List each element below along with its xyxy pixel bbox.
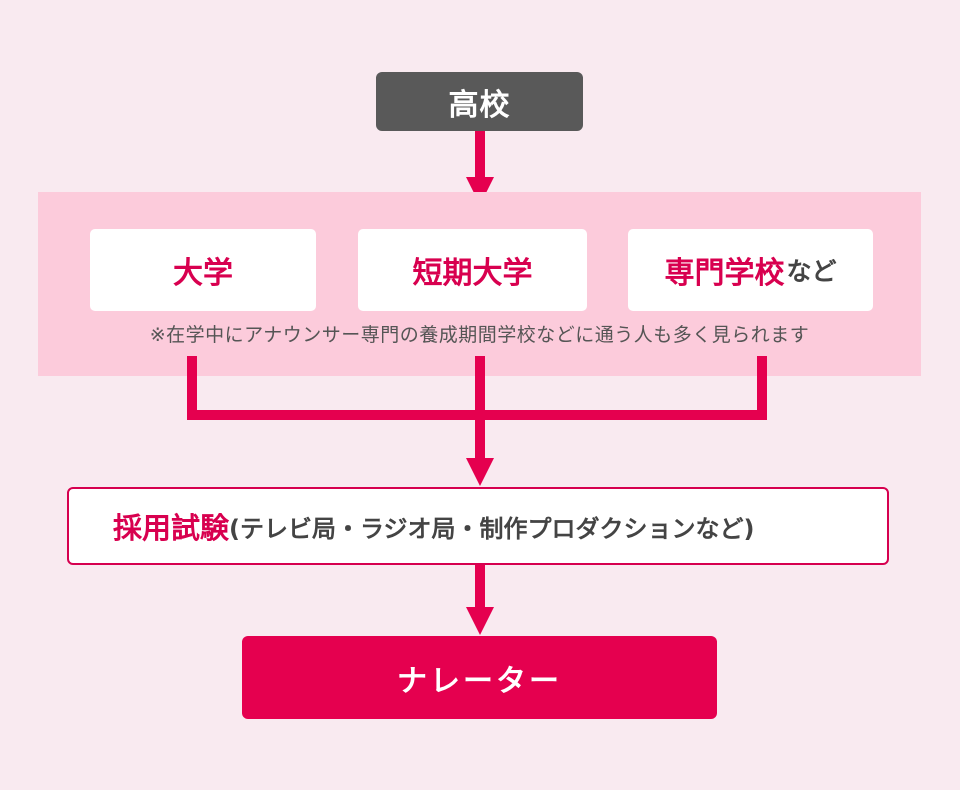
schools-note: ※在学中にアナウンサー専門の養成期間学校などに通う人も多く見られます xyxy=(149,324,810,346)
connector-junior-college xyxy=(475,356,485,460)
exam-label: 採用試験 xyxy=(113,511,230,545)
arrow-down-icon xyxy=(466,458,494,486)
school-label: 短期大学 xyxy=(412,256,533,291)
school-node-junior-college: 短期大学 xyxy=(358,229,587,311)
connector-university xyxy=(187,356,197,420)
goal-label: ナレーター xyxy=(397,663,562,699)
school-node-university: 大学 xyxy=(90,229,316,311)
goal-node-narrator: ナレーター xyxy=(242,636,717,719)
exam-node: 採用試験(テレビ局・ラジオ局・制作プロダクションなど) xyxy=(67,487,889,565)
connector-merge-horizontal xyxy=(187,410,767,420)
start-node-high-school: 高校 xyxy=(376,72,583,131)
school-node-vocational: 専門学校など xyxy=(628,229,873,311)
school-label: 大学 xyxy=(173,256,233,291)
connector-vocational xyxy=(757,356,767,420)
school-label-suffix: など xyxy=(786,257,837,286)
arrow-down-icon xyxy=(466,607,494,635)
exam-detail: (テレビ局・ラジオ局・制作プロダクションなど) xyxy=(229,514,755,543)
start-node-label: 高校 xyxy=(448,87,511,123)
connector-start-to-schools xyxy=(475,131,485,179)
connector-exam-to-goal xyxy=(475,565,485,610)
school-label: 専門学校 xyxy=(664,256,785,291)
